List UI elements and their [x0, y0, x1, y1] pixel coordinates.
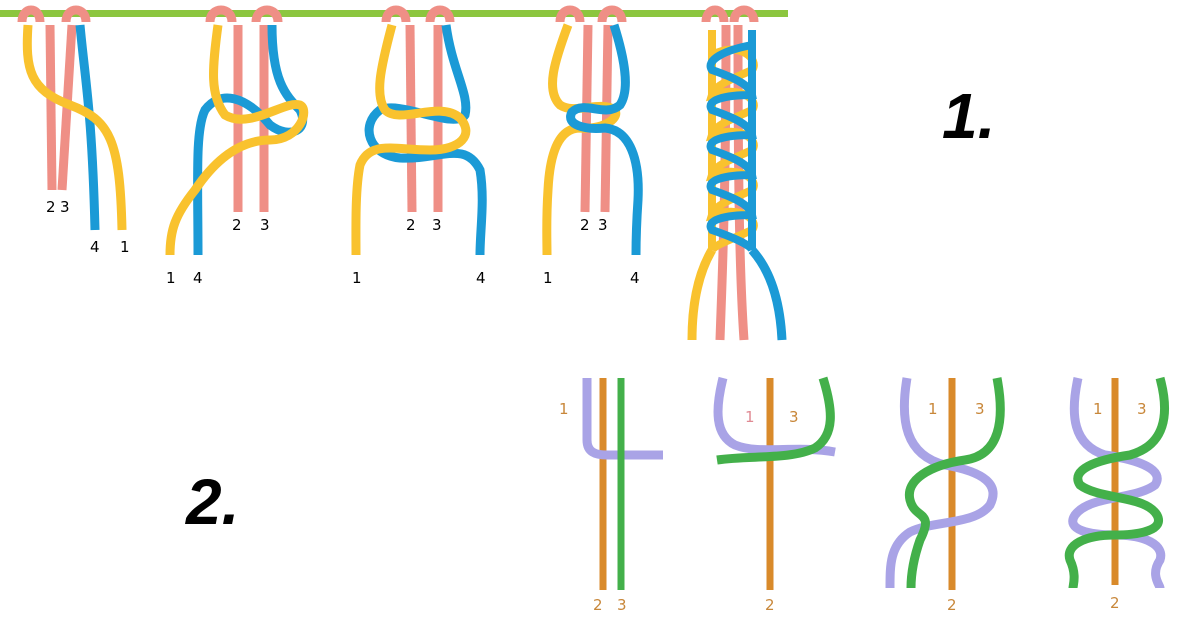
larks-head-loop	[729, 5, 759, 23]
top-step-1	[17, 5, 127, 231]
larks-head-loop	[555, 5, 585, 23]
cord-label: 3	[432, 216, 442, 234]
cord-1	[885, 377, 998, 589]
cord-label: 2	[1110, 594, 1120, 612]
cord-label: 1	[352, 269, 362, 287]
larks-head-loop	[61, 5, 91, 23]
larks-head-loop	[597, 5, 627, 23]
cord-label: 1	[928, 400, 938, 418]
cord-label: 2	[46, 198, 56, 216]
cord-label: 3	[975, 400, 985, 418]
cord-1	[582, 378, 663, 460]
cord-label: 1	[120, 238, 130, 256]
cord-3	[716, 376, 835, 465]
square-knot-diagram-bottom: 1 2 3 1 3 2 1 3 2 1 3 2	[559, 376, 1170, 614]
top-step-4	[542, 5, 643, 256]
top-cord-labels: 2 3 4 1 2 3 1 4 2 3 1 4 2 3 1 4	[46, 198, 640, 287]
cord-label: 1	[1093, 400, 1103, 418]
square-knot-diagram-top: 2 3 4 1 2 3 1 4 2 3 1 4 2 3 1 4	[0, 5, 788, 341]
cord-label: 2	[406, 216, 416, 234]
top-step-3	[351, 5, 487, 256]
larks-head-loop	[251, 5, 283, 23]
bottom-step-3	[885, 377, 1005, 590]
cord-1	[22, 24, 127, 231]
cord-3	[600, 24, 613, 213]
cord-1	[542, 23, 621, 256]
larks-head-loop	[381, 5, 411, 23]
cord-1	[1068, 377, 1166, 590]
cord-label: 3	[260, 216, 270, 234]
larks-head-loop	[701, 5, 729, 23]
cord-3	[1064, 376, 1170, 589]
larks-head-loop	[425, 5, 455, 23]
cord-label: 4	[476, 269, 486, 287]
cord-label: 3	[598, 216, 608, 234]
cord-label: 3	[789, 408, 799, 426]
cord-label: 4	[630, 269, 640, 287]
bottom-cord-labels: 1 2 3 1 3 2 1 3 2 1 3 2	[559, 400, 1147, 614]
cord-label: 2	[947, 596, 957, 614]
cord-label: 1	[745, 408, 755, 426]
cord-label: 2	[593, 596, 603, 614]
cord-3	[733, 24, 749, 341]
cord-1-tail	[687, 247, 716, 341]
cord-4	[566, 23, 643, 256]
section-label-1: 1.	[942, 80, 996, 152]
cord-3	[904, 377, 1005, 589]
cord-label: 2	[232, 216, 242, 234]
cord-4-tail	[748, 246, 787, 341]
bottom-step-2	[713, 376, 836, 590]
cord-1	[351, 23, 471, 256]
bottom-step-4	[1064, 376, 1170, 590]
cord-label: 1	[559, 400, 569, 418]
cord-label: 3	[1137, 400, 1147, 418]
cord-label: 1	[166, 269, 176, 287]
cord-1	[165, 24, 309, 256]
cord-label: 2	[765, 596, 775, 614]
cord-4	[364, 24, 487, 256]
top-step-5-sinnet	[687, 5, 787, 341]
cord-label: 3	[617, 596, 627, 614]
cord-2	[45, 24, 57, 191]
cord-label: 3	[60, 198, 70, 216]
section-label-2: 2.	[186, 466, 240, 538]
cord-label: 4	[193, 269, 203, 287]
bottom-step-1	[582, 378, 663, 590]
sinnet-blue-weave	[706, 30, 757, 253]
larks-head-loop	[205, 5, 237, 23]
larks-head-loop	[17, 5, 45, 23]
cord-label: 1	[543, 269, 553, 287]
cord-label: 4	[90, 238, 100, 256]
top-step-2	[165, 5, 309, 256]
cord-label: 2	[580, 216, 590, 234]
cord-4	[75, 24, 100, 231]
cord-2	[580, 24, 593, 213]
